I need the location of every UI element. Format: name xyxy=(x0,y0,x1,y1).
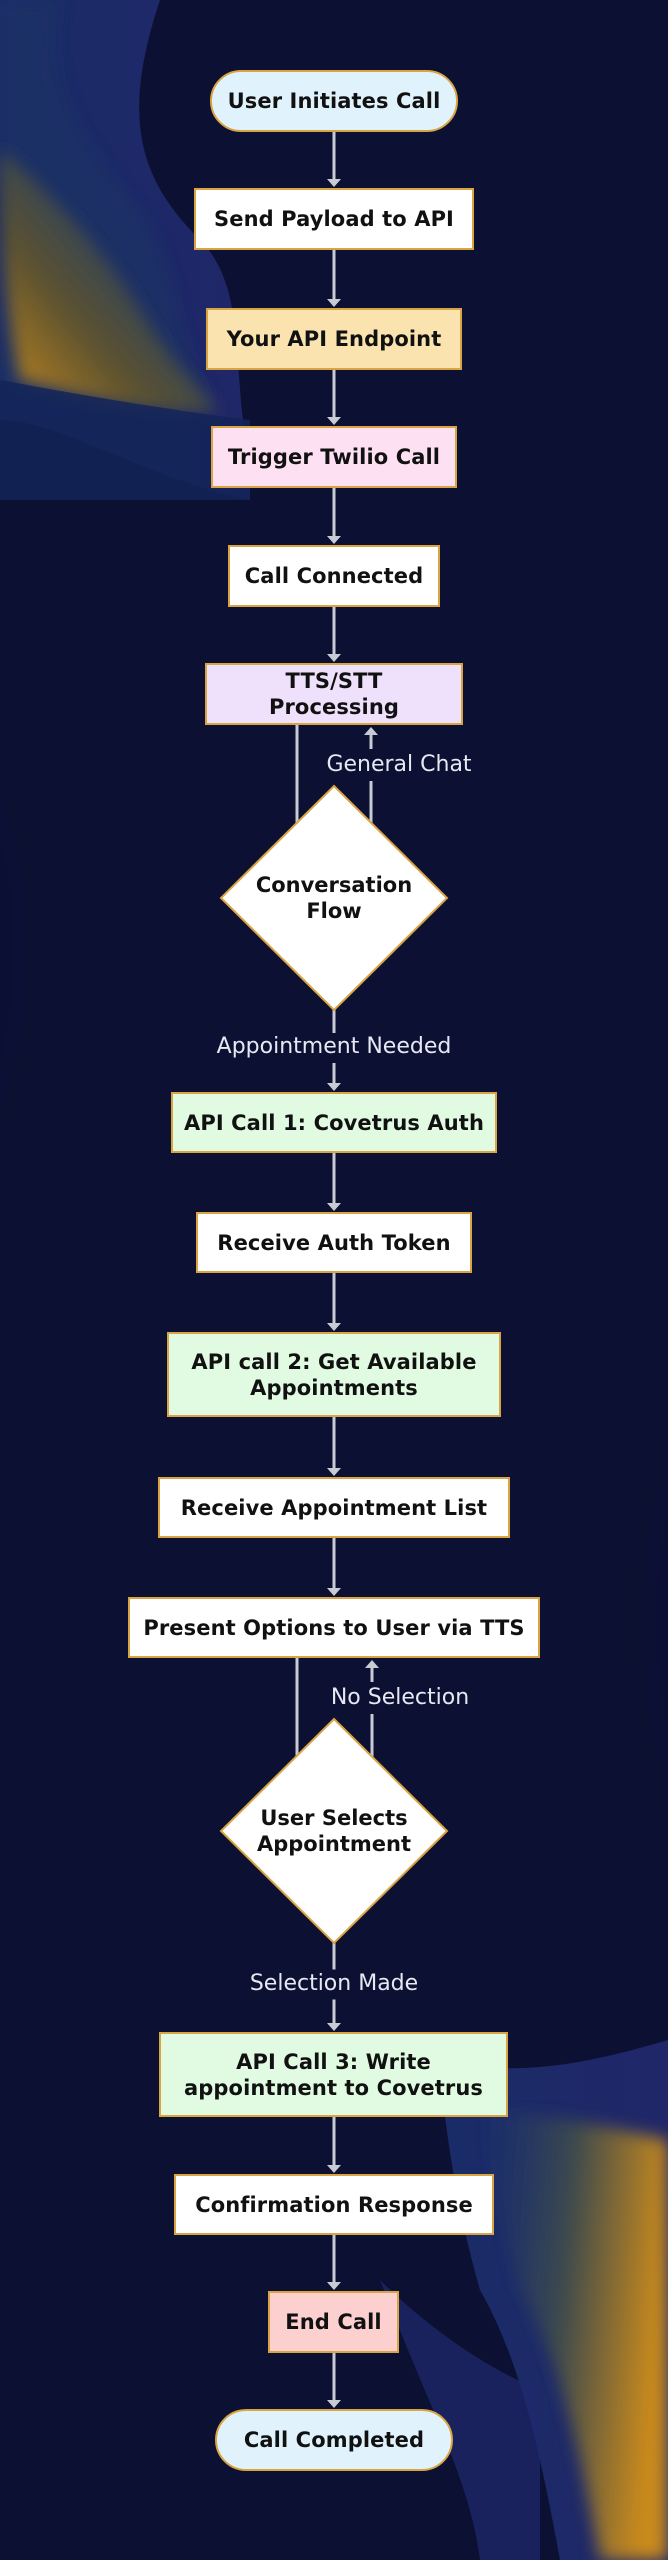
edge-label: General Chat xyxy=(322,752,476,778)
decision-label-user-selects: User Selects Appointment xyxy=(256,1806,412,1856)
decision-node-conversation-flow xyxy=(219,784,449,1012)
process-node-tts-stt: TTS/STT Processing xyxy=(205,663,463,725)
process-node-call-connected: Call Connected xyxy=(228,545,440,607)
node-label-present-options: Present Options to User via TTS xyxy=(143,1615,525,1640)
process-node-trigger-twilio: Trigger Twilio Call xyxy=(211,426,457,488)
node-label-tts-stt: TTS/STT Processing xyxy=(268,669,400,719)
node-label-trigger-twilio: Trigger Twilio Call xyxy=(227,445,441,469)
process-node-api-call-3: API Call 3: Write appointment to Covetru… xyxy=(159,2032,508,2117)
arrowhead-down-icon xyxy=(327,2023,341,2031)
node-label-api-endpoint: Your API Endpoint xyxy=(226,327,442,351)
arrowhead-up-icon xyxy=(364,727,378,735)
arrowhead-down-icon xyxy=(327,1083,341,1091)
node-label-call-connected: Call Connected xyxy=(244,564,424,588)
node-label-send-payload: Send Payload to API xyxy=(214,207,454,231)
node-label-api-call-3: API Call 3: Write appointment to Covetru… xyxy=(184,2049,483,2100)
arrowhead-down-icon xyxy=(327,2165,341,2173)
process-node-present-options: Present Options to User via TTS xyxy=(128,1597,540,1658)
edge-label: No Selection xyxy=(326,1685,474,1711)
node-label-receive-auth-token: Receive Auth Token xyxy=(217,1230,451,1255)
arrowhead-down-icon xyxy=(327,654,341,662)
node-label-call-completed: Call Completed xyxy=(243,2428,425,2452)
decision-label-conversation-flow: Conversation Flow xyxy=(255,873,413,923)
arrowhead-down-icon xyxy=(327,2282,341,2290)
arrowhead-down-icon xyxy=(327,1323,341,1331)
node-label-confirmation-response: Confirmation Response xyxy=(195,2192,473,2217)
process-node-api-call-1: API Call 1: Covetrus Auth xyxy=(171,1092,497,1153)
process-node-confirmation-response: Confirmation Response xyxy=(174,2174,494,2235)
terminal-node-call-completed: Call Completed xyxy=(215,2409,453,2471)
node-label-api-call-2: API call 2: Get Available Appointments xyxy=(191,1349,477,1400)
arrowhead-down-icon xyxy=(327,1588,341,1596)
edge-label: Selection Made xyxy=(245,1970,423,1997)
process-node-api-endpoint: Your API Endpoint xyxy=(206,308,462,370)
process-node-end-call: End Call xyxy=(268,2291,399,2353)
process-node-api-call-2: API call 2: Get Available Appointments xyxy=(167,1332,501,1417)
node-label-receive-appointment-list: Receive Appointment List xyxy=(180,1495,488,1520)
terminal-node-user-initiates-call: User Initiates Call xyxy=(210,70,458,132)
node-label-api-call-1: API Call 1: Covetrus Auth xyxy=(184,1110,484,1135)
arrowhead-down-icon xyxy=(327,2400,341,2408)
arrowhead-down-icon xyxy=(327,299,341,307)
arrowhead-down-icon xyxy=(327,417,341,425)
decision-node-user-selects xyxy=(219,1717,449,1945)
arrowhead-down-icon xyxy=(327,1468,341,1476)
node-label-end-call: End Call xyxy=(285,2310,382,2334)
process-node-send-payload: Send Payload to API xyxy=(194,188,474,250)
process-node-receive-auth-token: Receive Auth Token xyxy=(196,1212,472,1273)
arrowhead-down-icon xyxy=(327,1203,341,1211)
arrowhead-down-icon xyxy=(327,536,341,544)
edge-label: Appointment Needed xyxy=(212,1034,456,1060)
node-label-user-initiates-call: User Initiates Call xyxy=(227,89,441,113)
arrowhead-down-icon xyxy=(327,179,341,187)
process-node-receive-appointment-list: Receive Appointment List xyxy=(158,1477,510,1538)
arrowhead-up-icon xyxy=(365,1660,379,1668)
